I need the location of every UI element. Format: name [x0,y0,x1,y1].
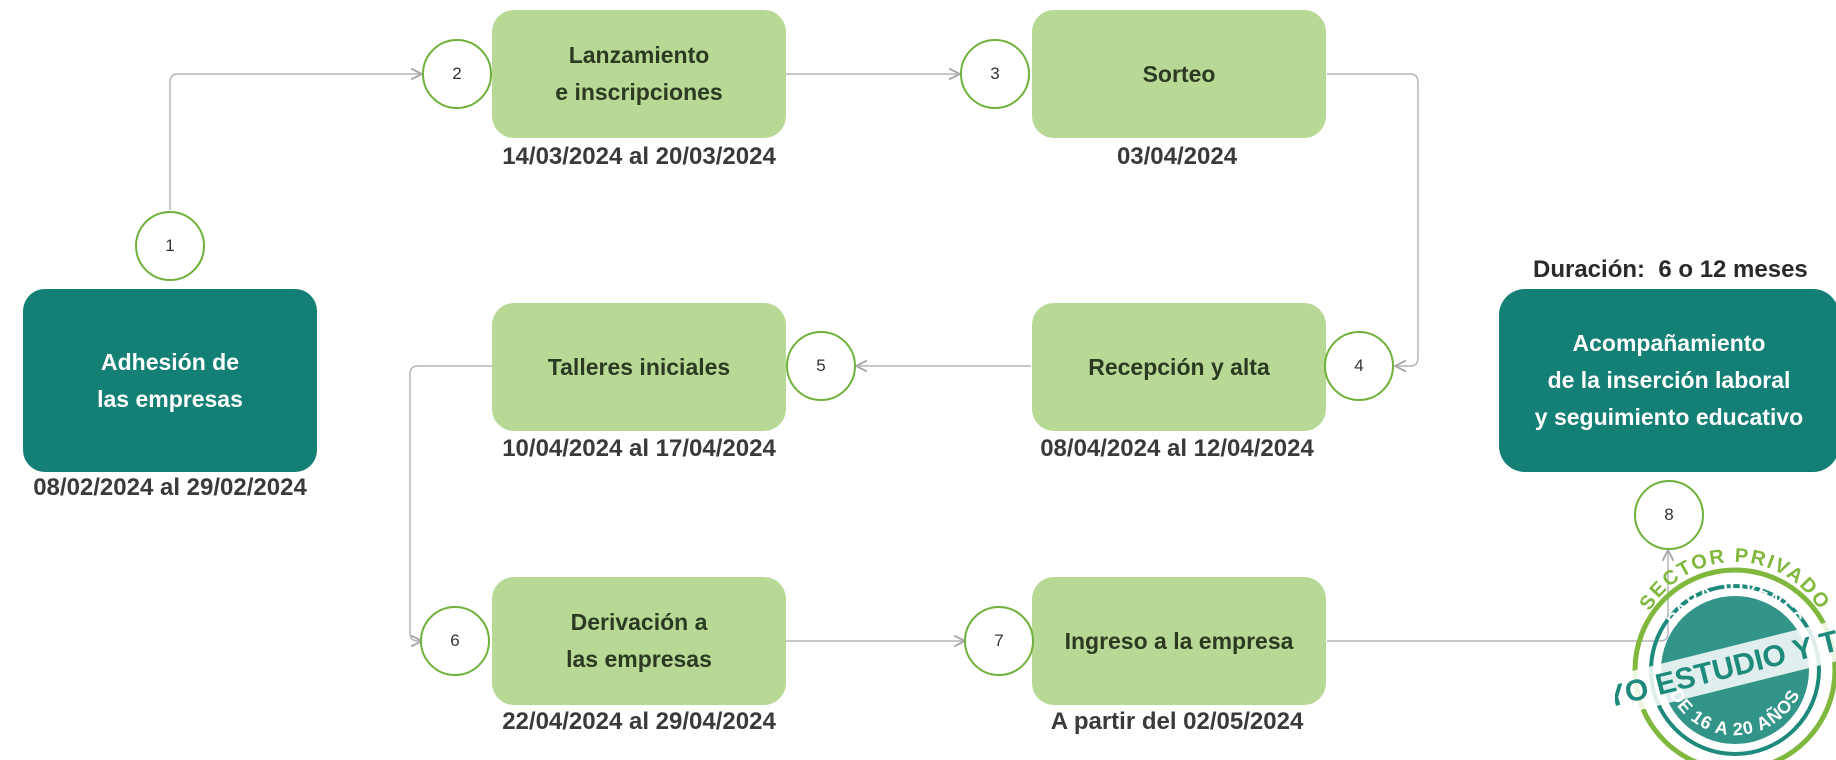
step-3-number: 3 [960,39,1030,109]
step-4-box: Recepción y alta [1032,303,1326,431]
step-6-date: 22/04/2024 al 29/04/2024 [502,708,776,735]
step-2-date: 14/03/2024 al 20/03/2024 [502,143,776,170]
step-2-box: Lanzamiento e inscripciones [492,10,786,138]
step-5-box: Talleres iniciales [492,303,786,431]
step-7-box: Ingreso a la empresa [1032,577,1326,705]
step-7-date: A partir del 02/05/2024 [1050,708,1304,735]
step-5-date: 10/04/2024 al 17/04/2024 [502,435,776,462]
step-2-number: 2 [422,39,492,109]
flow-connectors [169,0,1836,736]
step-6-box: Derivación a las empresas [492,577,786,705]
step-8-number: 8 [1634,480,1704,550]
step-4-number: 4 [1324,331,1394,401]
step-3-box: Sorteo [1032,10,1326,138]
connector-1-2 [169,74,422,210]
step-5-number: 5 [786,331,856,401]
step-7-number: 7 [964,606,1034,676]
step-8-box: Acompañamiento de la inserción laboral y… [1499,289,1836,472]
duration-label: Duración: 6 o 12 meses [1533,256,1808,283]
step-4-date: 08/04/2024 al 12/04/2024 [1040,435,1314,462]
step-1-number: 1 [135,211,205,281]
step-1-box: Adhesión de las empresas [23,289,317,472]
yo-estudio-y-trabajo-stamp: SECTOR PRIVADO PARA JÓVENES YO ESTUDIO Y… [1615,545,1836,760]
step-3-date: 03/04/2024 [1116,143,1238,170]
connector-7-8 [1327,550,1668,642]
step-6-number: 6 [420,606,490,676]
connector-5-6 [409,365,492,641]
step-1-date: 08/02/2024 al 29/02/2024 [33,474,307,501]
connector-3-4 [1327,73,1419,366]
